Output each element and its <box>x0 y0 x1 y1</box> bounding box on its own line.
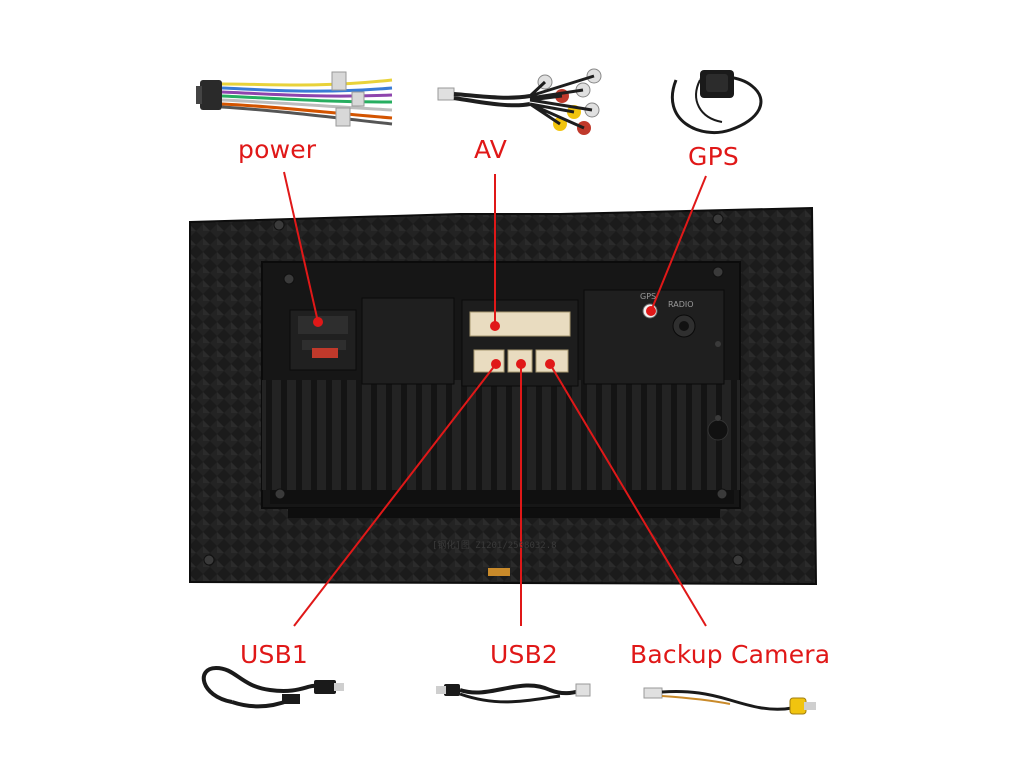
usb2-pointer-dot <box>516 359 526 369</box>
usb-cable-icon-2 <box>436 683 591 704</box>
av-pointer-dot <box>490 321 500 331</box>
gps-pointer-dot <box>646 306 656 316</box>
rca-av-cable-icon <box>437 68 602 135</box>
gps-antenna-icon <box>670 70 763 135</box>
usb-cable-icon <box>201 665 344 709</box>
callout-gps: GPS <box>688 142 739 171</box>
radio-jack-label: RADIO <box>668 300 694 309</box>
callout-backup-camera: Backup Camera <box>630 640 831 669</box>
gps-pointer <box>650 175 707 312</box>
usb1-pointer <box>293 363 497 627</box>
callout-av: AV <box>474 135 508 164</box>
callout-usb2: USB2 <box>490 640 559 669</box>
usb1-pointer-dot <box>491 359 501 369</box>
backup-camera-cable-icon <box>643 687 816 715</box>
power-pointer-dot <box>313 317 323 327</box>
gps-jack-label: GPS <box>640 292 657 301</box>
backup-camera-pointer-dot <box>545 359 555 369</box>
power-pointer <box>283 171 319 323</box>
backup-camera-pointer <box>549 363 707 627</box>
callout-power: power <box>238 135 317 164</box>
callout-usb1: USB1 <box>240 640 309 669</box>
callout-pointer-lines <box>283 171 707 627</box>
unit-model-stamp: [钢化]图 Z1201/2508032.8 <box>432 541 557 551</box>
head-unit-back-panel <box>189 206 818 586</box>
wiring-harness-icon <box>196 71 393 127</box>
